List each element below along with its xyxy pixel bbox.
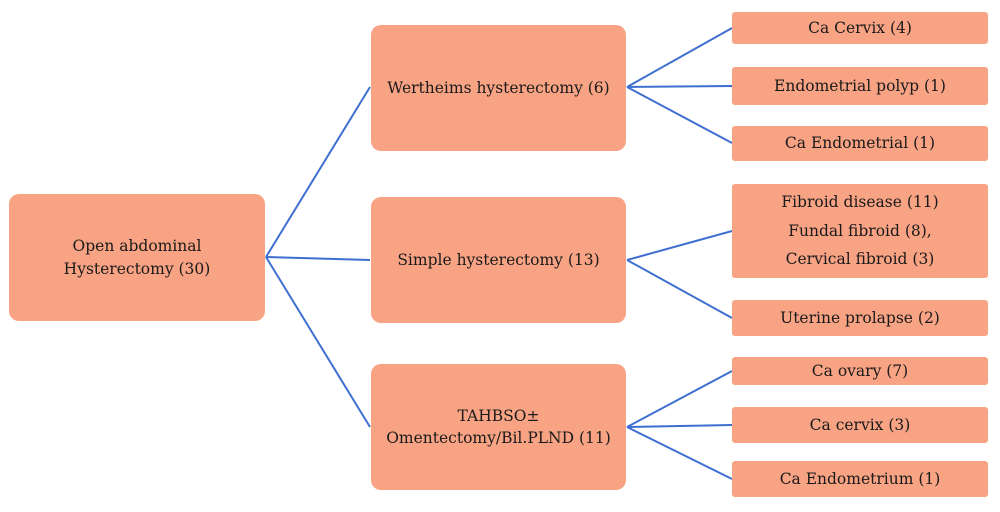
leaf-3-1-line-1: Ca ovary (7) — [811, 361, 909, 380]
leaf-node-3-2: Ca cervix (3) — [732, 407, 988, 443]
leaf-node-1-2: Endometrial polyp (1) — [732, 67, 988, 105]
connector-branch-1-leaf-3 — [626, 86, 733, 144]
connector-branch-2-leaf-2 — [626, 259, 733, 319]
connector-branch-1-leaf-2 — [626, 85, 733, 88]
root-line-1: Open abdominal — [72, 237, 202, 256]
branch-1-line-1: Wertheims hysterectomy (6) — [387, 78, 610, 97]
leaf-node-1-1: Ca Cervix (4) — [732, 12, 988, 44]
leaf-node-3-3: Ca Endometrium (1) — [732, 461, 988, 497]
leaf-2-2-line-1: Uterine prolapse (2) — [780, 308, 940, 327]
root-line-2: Hysterectomy (30) — [63, 259, 211, 278]
leaf-2-1-line-1: Fibroid disease (11) — [781, 193, 939, 212]
leaf-3-2-line-1: Ca cervix (3) — [809, 415, 911, 434]
leaf-1-2-line-1: Endometrial polyp (1) — [774, 76, 946, 95]
connector-branch-1-leaf-1 — [626, 27, 733, 88]
connector-branch-3-leaf-3 — [626, 426, 733, 480]
connector-branch-3-leaf-1 — [626, 370, 733, 428]
leaf-1-1-line-1: Ca Cervix (4) — [808, 18, 912, 37]
leaf-2-1-line-2: Fundal fibroid (8), — [788, 221, 932, 240]
leaf-node-1-3: Ca Endometrial (1) — [732, 126, 988, 161]
branch-3-line-1: TAHBSO± — [457, 406, 540, 425]
connector-root-branch-2 — [265, 256, 371, 261]
leaf-node-3-1: Ca ovary (7) — [732, 357, 988, 385]
connector-root-branch-3 — [265, 256, 371, 428]
branch-2-line-1: Simple hysterectomy (13) — [397, 250, 600, 269]
connector-root-branch-1 — [265, 86, 371, 258]
branch-node-3: TAHBSO± Omentectomy/Bil.PLND (11) — [371, 364, 626, 490]
branch-node-1: Wertheims hysterectomy (6) — [371, 25, 626, 151]
leaf-2-1-line-3: Cervical fibroid (3) — [785, 250, 935, 269]
connector-branch-2-leaf-1 — [626, 230, 733, 261]
leaf-node-2-1: Fibroid disease (11) Fundal fibroid (8),… — [732, 184, 988, 278]
connector-branch-3-leaf-2 — [626, 424, 733, 428]
root-node: Open abdominal Hysterectomy (30) — [9, 194, 265, 321]
leaf-1-3-line-1: Ca Endometrial (1) — [784, 134, 936, 153]
branch-node-2: Simple hysterectomy (13) — [371, 197, 626, 323]
branch-3-line-2: Omentectomy/Bil.PLND (11) — [386, 429, 611, 447]
leaf-3-3-line-1: Ca Endometrium (1) — [779, 469, 941, 488]
leaf-node-2-2: Uterine prolapse (2) — [732, 300, 988, 336]
